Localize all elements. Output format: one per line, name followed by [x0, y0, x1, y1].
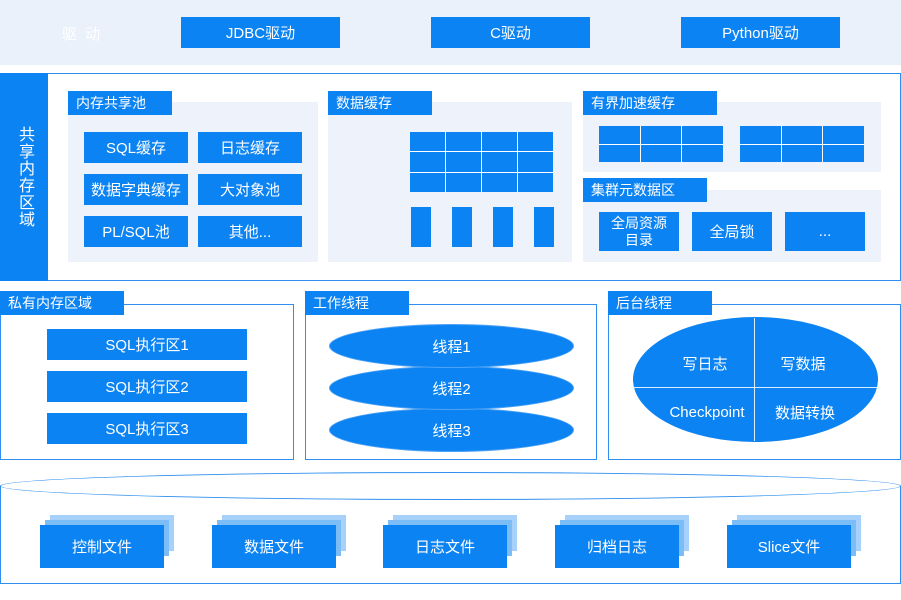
memory-pool-title: 内存共享池 [68, 91, 172, 115]
bounded-cache-title: 有界加速缓存 [583, 91, 717, 115]
pool-item-plsql-pool: PL/SQL池 [84, 216, 188, 247]
cluster-meta-global-lock: 全局锁 [692, 212, 772, 251]
thread-2: 线程2 [329, 366, 574, 410]
sql-exec-area-3: SQL执行区3 [47, 413, 247, 444]
sql-exec-area-1: SQL执行区1 [47, 329, 247, 360]
data-cache-block [534, 207, 554, 247]
ellipse-divider-v [754, 318, 755, 441]
pool-item-lob-pool: 大对象池 [198, 174, 302, 205]
bg-data-convert: 数据转换 [774, 404, 835, 422]
sql-exec-area-2: SQL执行区2 [47, 371, 247, 402]
pool-item-log-cache: 日志缓存 [198, 132, 302, 163]
background-threads-ellipse [633, 317, 878, 442]
private-memory-title: 私有内存区域 [0, 291, 124, 315]
background-threads-title: 后台线程 [608, 291, 712, 315]
bounded-cache-grid-right [740, 126, 864, 162]
bg-write-data: 写数据 [780, 355, 826, 373]
ellipse-divider-h [634, 387, 877, 388]
thread-3: 线程3 [329, 408, 574, 452]
shared-memory-label-text: 共享内存区域 [16, 126, 33, 228]
bg-checkpoint: Checkpoint [669, 403, 745, 421]
data-cache-block [411, 207, 431, 247]
data-cache-title: 数据缓存 [328, 91, 432, 115]
pool-item-dict-cache: 数据字典缓存 [84, 174, 188, 205]
driver-python: Python驱动 [681, 17, 840, 48]
file-data: 数据文件 [212, 525, 336, 568]
file-archive-log: 归档日志 [555, 525, 679, 568]
shared-memory-label: 共享内存区域 [0, 73, 48, 281]
cluster-meta-more: ... [785, 212, 865, 251]
pool-item-other: 其他... [198, 216, 302, 247]
worker-threads-title: 工作线程 [305, 291, 409, 315]
data-cache-block [452, 207, 472, 247]
file-slice: Slice文件 [727, 525, 851, 568]
thread-1: 线程1 [329, 324, 574, 368]
data-cache-block [493, 207, 513, 247]
bounded-cache-grid-left [599, 126, 723, 162]
storage-cylinder-top [0, 472, 901, 500]
cluster-meta-title: 集群元数据区 [583, 178, 707, 202]
driver-band-label: 驱 动 [61, 25, 103, 43]
file-log: 日志文件 [383, 525, 507, 568]
cluster-meta-resource-dir: 全局资源 目录 [599, 212, 679, 251]
pool-item-sql-cache: SQL缓存 [84, 132, 188, 163]
driver-jdbc: JDBC驱动 [181, 17, 340, 48]
driver-c: C驱动 [431, 17, 590, 48]
file-control: 控制文件 [40, 525, 164, 568]
data-cache-grid [410, 132, 553, 192]
bg-write-log: 写日志 [682, 355, 728, 373]
